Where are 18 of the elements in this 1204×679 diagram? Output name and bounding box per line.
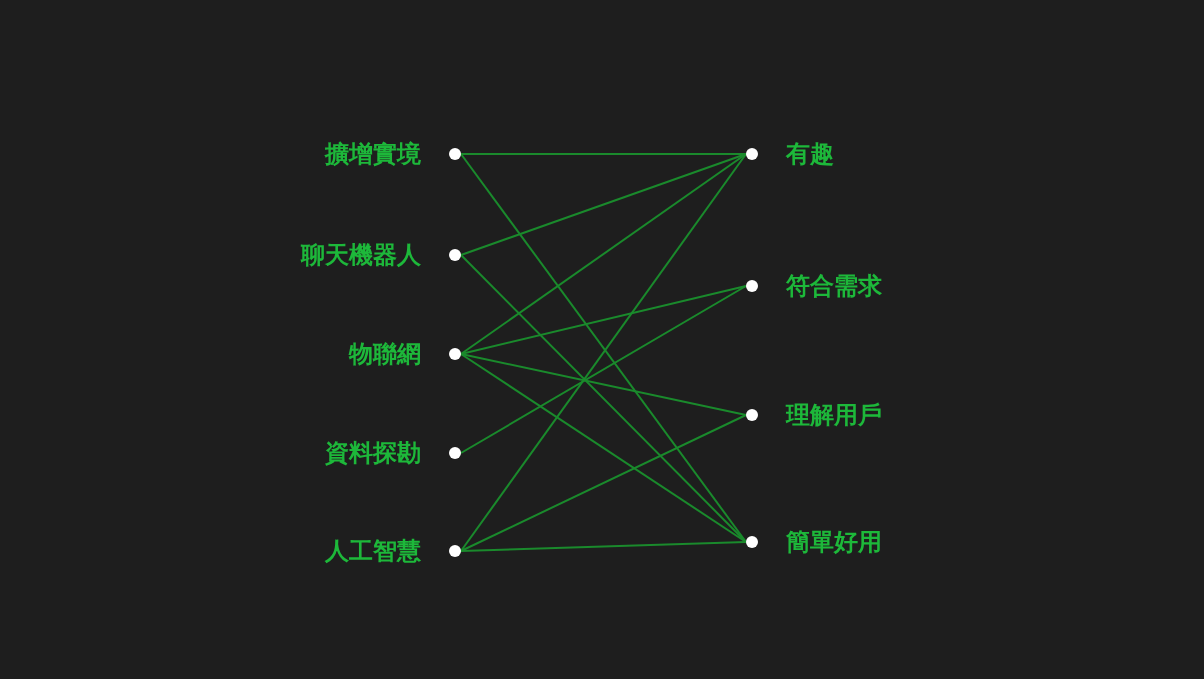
connector-line <box>460 353 747 543</box>
connector-line <box>460 153 747 355</box>
connector-line <box>460 153 747 155</box>
node-label: 聊天機器人 <box>301 240 421 271</box>
connector-line <box>460 285 747 355</box>
node-label: 理解用戶 <box>786 400 882 431</box>
connector-line <box>460 541 747 552</box>
node-label: 擴增實境 <box>325 139 421 170</box>
connector-line <box>460 353 747 416</box>
connector-line <box>460 414 747 552</box>
node-label: 資料探勘 <box>325 438 421 469</box>
node-label: 符合需求 <box>786 271 882 302</box>
connector-line <box>460 254 747 543</box>
node-label: 人工智慧 <box>325 536 421 567</box>
connector-line <box>460 285 747 454</box>
node-label: 物聯網 <box>349 339 421 370</box>
node-label: 有趣 <box>786 139 834 170</box>
node-label: 簡單好用 <box>786 527 882 558</box>
